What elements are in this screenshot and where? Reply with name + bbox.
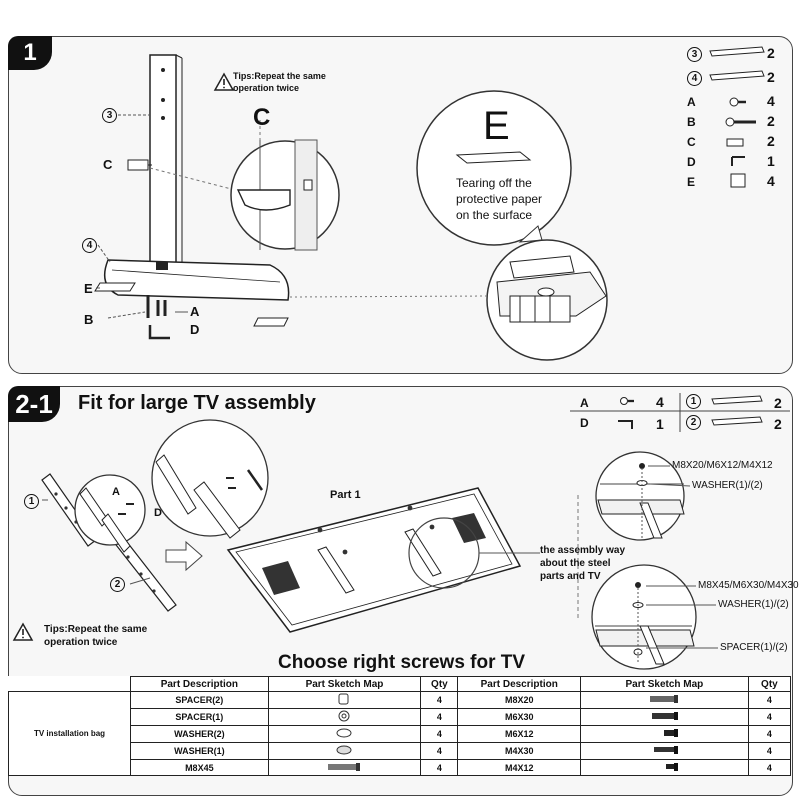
- row-desc-right: M8X20: [457, 691, 582, 709]
- sketch-washer1-icon: [267, 742, 422, 760]
- step2-part-2-qty: 2: [774, 416, 782, 432]
- row-qty-left: 4: [420, 708, 459, 726]
- col-header: Qty: [747, 676, 792, 692]
- step2-part-d-qty: 1: [656, 416, 664, 432]
- step2-part-a-label: A: [580, 396, 589, 410]
- row-qty-left: 4: [420, 691, 459, 709]
- sketch-m6x12-icon: [580, 725, 749, 743]
- sketch-spacer1-icon: [267, 708, 422, 726]
- label-part-a: A: [190, 304, 200, 319]
- row-desc-left: WASHER(2): [130, 725, 269, 743]
- step1-badge: 1: [8, 36, 52, 70]
- label-part-d: D: [190, 322, 200, 337]
- row-desc-left: WASHER(1): [130, 742, 269, 760]
- step2-part-d-label: D: [580, 416, 589, 430]
- row-qty-left: 4: [420, 742, 459, 760]
- label-key-d: D: [154, 507, 162, 519]
- table-row: TV installation bag SPACER(2) 4 M8X20 4: [7, 691, 792, 776]
- row-qty-left: 4: [420, 759, 459, 776]
- row-desc-left: SPACER(2): [130, 691, 269, 709]
- step2-part-2-label: 2: [686, 415, 701, 430]
- step2-part-1-label: 1: [686, 394, 701, 409]
- row-desc-right: M4X30: [457, 742, 582, 760]
- step2-title: Fit for large TV assembly: [78, 392, 316, 414]
- step1-detail-c-label: C: [253, 104, 271, 131]
- table-row: M8X45 4 M4X12 4: [9, 759, 792, 776]
- step1-e-text-2: protective paper: [456, 192, 543, 206]
- table-row: WASHER(2) 4 M6X12 4: [9, 725, 792, 743]
- part1-label: Part 1: [330, 489, 361, 501]
- row-qty-right: 4: [747, 742, 792, 760]
- label-part-4: 4: [82, 238, 97, 253]
- screws-heading: Choose right screws for TV: [278, 652, 526, 673]
- callout-screw-bottom: M8X45/M6X30/M4X30: [698, 580, 799, 591]
- sketch-m4x12-icon: [580, 759, 749, 776]
- row-qty-right: 4: [747, 725, 792, 743]
- label-rail-1: 1: [24, 494, 39, 509]
- step2-tip-line2: operation twice: [44, 637, 118, 648]
- sketch-m8x45-icon: [267, 759, 422, 776]
- step1-tip-line1: Tips:Repeat the same: [233, 71, 326, 81]
- step2-part-1-qty: 2: [774, 395, 782, 411]
- row-desc-right: M6X30: [457, 708, 582, 726]
- label-part-e: E: [84, 281, 93, 296]
- table-header-row: Part Description Part Sketch Map Qty Par…: [8, 676, 792, 692]
- step2-part-a-qty: 4: [656, 394, 664, 410]
- label-part-c: C: [103, 157, 113, 172]
- step1-e-text-1: Tearing off the: [456, 176, 532, 190]
- row-desc-left: SPACER(1): [130, 708, 269, 726]
- step2-tip-line1: Tips:Repeat the same: [44, 624, 148, 635]
- col-header: Part Description: [457, 676, 582, 692]
- assembly-way-line1: the assembly way: [540, 545, 626, 556]
- label-rail-2: 2: [110, 577, 125, 592]
- label-part-3: 3: [102, 108, 117, 123]
- sketch-m8x20-icon: [580, 691, 749, 709]
- label-screw-a: A: [112, 486, 120, 498]
- sketch-m6x30-icon: [580, 708, 749, 726]
- assembly-way-line2: about the steel: [540, 558, 611, 569]
- callout-screw-top: M8X20/M6X12/M4X12: [672, 460, 773, 471]
- row-qty-left: 4: [420, 725, 459, 743]
- col-header: Part Sketch Map: [267, 676, 422, 692]
- step1-detail-e-label: E: [483, 104, 510, 148]
- step1-e-text-3: on the surface: [456, 208, 533, 222]
- row-desc-left: M8X45: [130, 759, 269, 776]
- step1-panel: [8, 36, 793, 374]
- assembly-way-line3: parts and TV: [540, 571, 601, 582]
- sketch-m4x30-icon: [580, 742, 749, 760]
- bag-label: TV installation bag: [7, 691, 132, 776]
- row-desc-right: M4X12: [457, 759, 582, 776]
- sketch-spacer2-icon: [267, 691, 422, 709]
- row-qty-right: 4: [747, 691, 792, 709]
- col-header: Part Sketch Map: [580, 676, 749, 692]
- callout-washer-bottom: WASHER(1)/(2): [718, 599, 789, 610]
- row-qty-right: 4: [747, 708, 792, 726]
- callout-washer-top: WASHER(1)/(2): [692, 480, 763, 491]
- label-part-b: B: [84, 312, 94, 327]
- callout-spacer-bottom: SPACER(1)/(2): [720, 642, 788, 653]
- col-header: Qty: [420, 676, 459, 692]
- step1-tip-line2: operation twice: [233, 83, 300, 93]
- col-header: Part Description: [130, 676, 269, 692]
- row-qty-right: 4: [747, 759, 792, 776]
- screws-table: Part Description Part Sketch Map Qty Par…: [7, 676, 792, 776]
- sketch-washer2-icon: [267, 725, 422, 743]
- step2-badge: 2-1: [8, 386, 60, 422]
- row-desc-right: M6X12: [457, 725, 582, 743]
